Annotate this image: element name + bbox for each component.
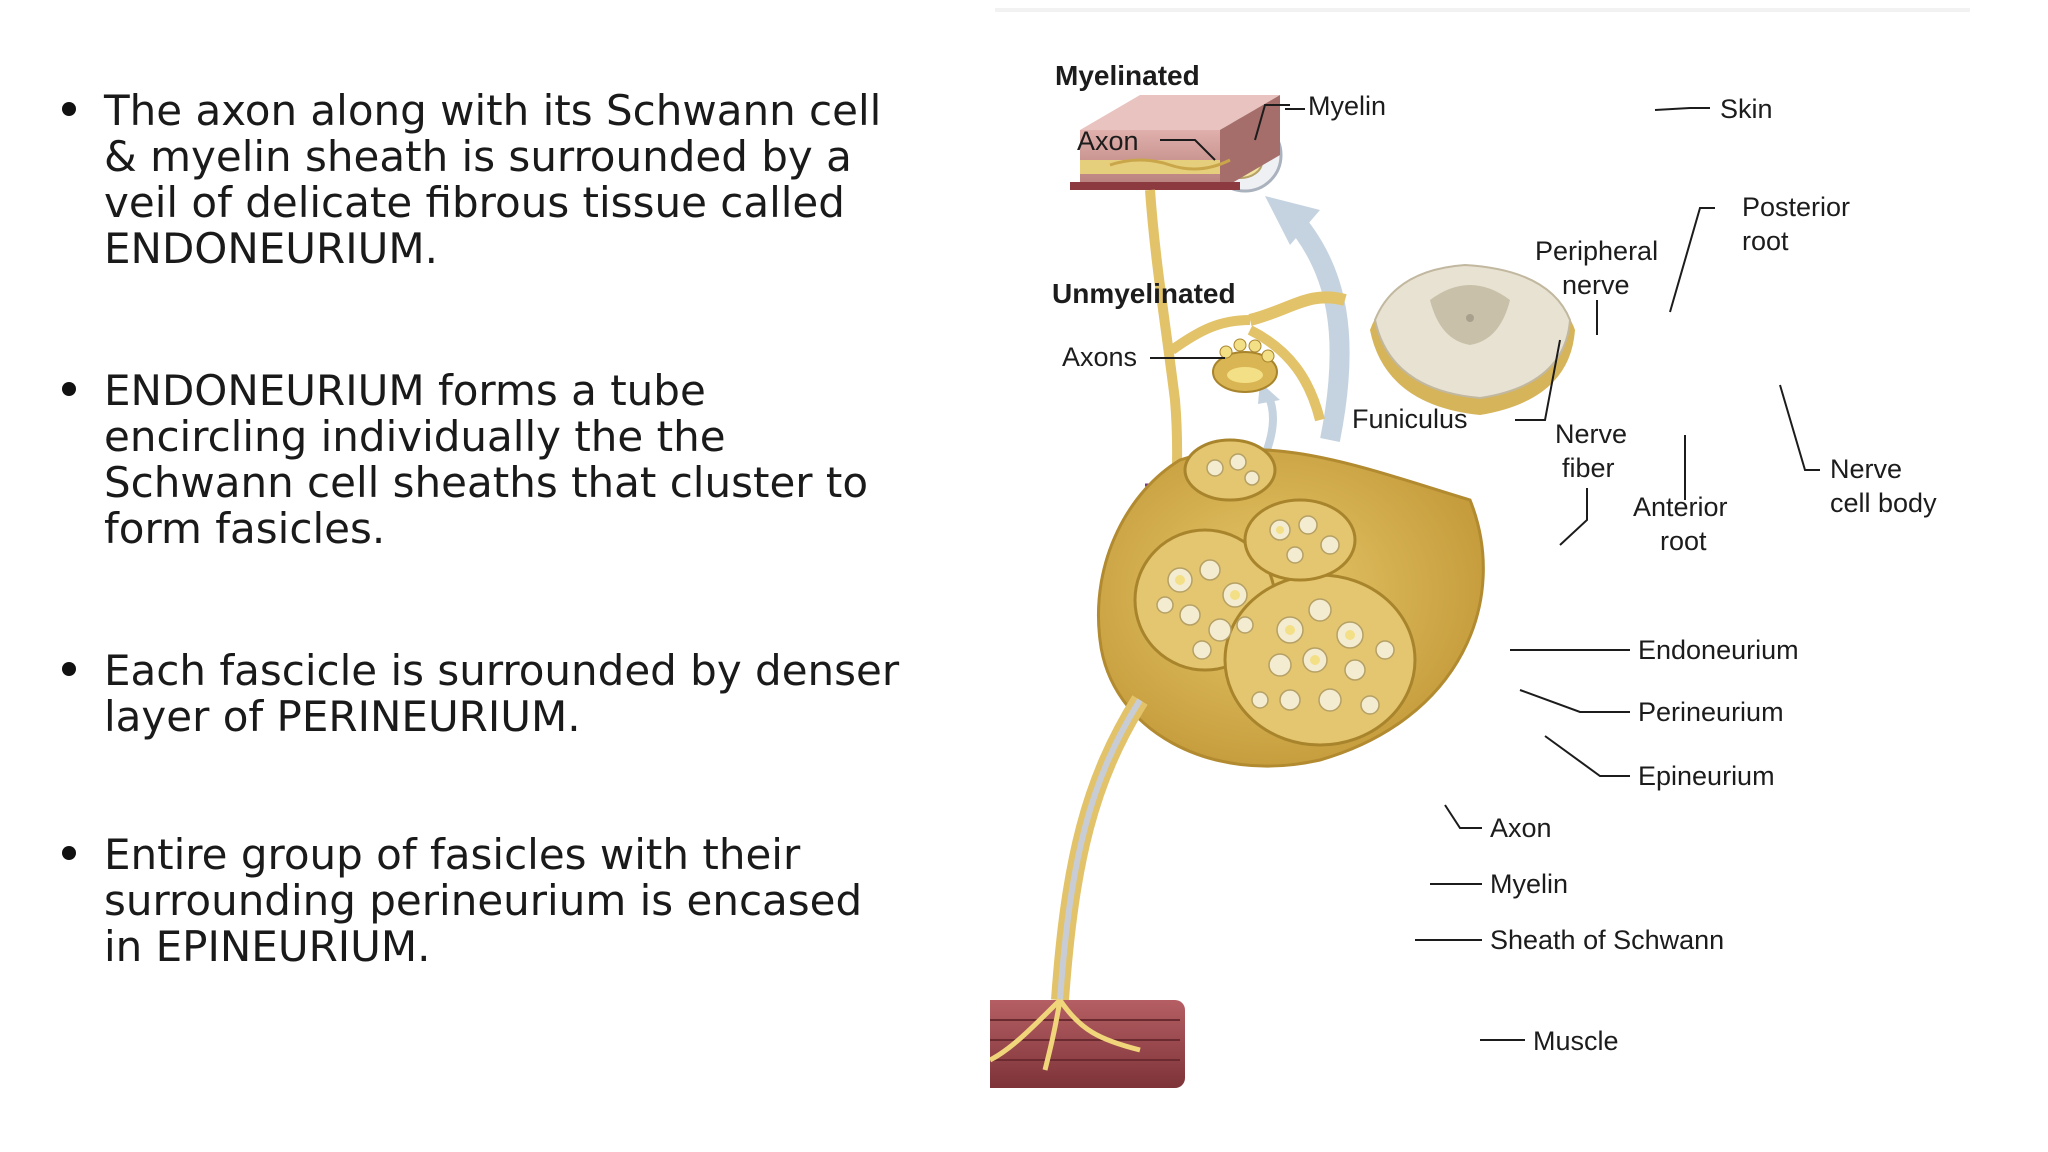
label-axon-bottom: Axon	[1490, 813, 1552, 843]
bullet-text: ENDONEURIUM forms a tube encircling indi…	[104, 366, 869, 553]
bullet-dot	[62, 382, 76, 396]
fascicle	[1243, 498, 1357, 582]
nerve-bundle-cross-section	[1097, 438, 1485, 768]
label-endoneurium: Endoneurium	[1638, 635, 1799, 665]
label-myelin-top: Myelin	[1308, 91, 1386, 121]
label-epineurium: Epineurium	[1638, 761, 1775, 791]
label-peripheral-nerve-2: nerve	[1562, 270, 1630, 300]
bullet-dot	[62, 662, 76, 676]
bullet-text: The axon along with its Schwann cell & m…	[104, 86, 882, 273]
label-nerve-cell-body-2: cell body	[1830, 488, 1937, 518]
label-muscle: Muscle	[1533, 1026, 1619, 1056]
label-nerve-fiber-2: fiber	[1562, 453, 1615, 483]
figure-top-edge	[995, 8, 1970, 12]
label-nerve-fiber-1: Nerve	[1555, 419, 1627, 449]
label-posterior-root-1: Posterior	[1742, 192, 1850, 222]
unmyelinated-axons-illustration	[1212, 338, 1278, 393]
label-peripheral-nerve-1: Peripheral	[1535, 236, 1658, 266]
label-sheath-of-schwann: Sheath of Schwann	[1490, 925, 1724, 955]
descending-nerve	[1051, 695, 1148, 1001]
label-anterior-root-2: root	[1660, 526, 1707, 556]
muscle-block	[990, 998, 1185, 1088]
bullet-item: ENDONEURIUM forms a tube encircling indi…	[62, 368, 912, 552]
bullet-item: Entire group of fasicles with their surr…	[62, 832, 912, 970]
label-axon-top: Axon	[1077, 126, 1139, 156]
label-skin: Skin	[1720, 94, 1773, 124]
magnify-arrow-small	[1258, 382, 1280, 457]
bullet-item: Each fascicle is surrounded by denser la…	[62, 648, 912, 740]
fascicle	[1183, 438, 1277, 502]
bullet-dot	[62, 102, 76, 116]
bullet-item: The axon along with its Schwann cell & m…	[62, 88, 912, 272]
spinal-cord-section	[1370, 263, 1575, 415]
label-unmyelinated: Unmyelinated	[1052, 278, 1236, 309]
label-posterior-root-2: root	[1742, 226, 1789, 256]
nerve-anatomy-figure: Myelinated Axon Myelin Unmyelinated Axon…	[990, 0, 2030, 1152]
label-anterior-root-1: Anterior	[1633, 492, 1728, 522]
magnify-arrow-large	[1265, 196, 1350, 442]
label-myelinated: Myelinated	[1055, 60, 1200, 91]
label-axons: Axons	[1062, 342, 1137, 372]
label-myelin-bottom: Myelin	[1490, 869, 1568, 899]
bullet-text: Each fascicle is surrounded by denser la…	[104, 646, 900, 741]
nerve-diagram-svg: Myelinated Axon Myelin Unmyelinated Axon…	[990, 8, 1970, 1088]
bullet-dot	[62, 846, 76, 860]
label-funiculus: Funiculus	[1352, 404, 1468, 434]
bullet-text: Entire group of fasicles with their surr…	[104, 830, 863, 971]
label-perineurium: Perineurium	[1638, 697, 1784, 727]
bullet-list: The axon along with its Schwann cell & m…	[62, 88, 912, 970]
label-nerve-cell-body-1: Nerve	[1830, 454, 1902, 484]
leader-lines	[1150, 104, 1820, 1041]
skin-block	[1070, 95, 1280, 190]
